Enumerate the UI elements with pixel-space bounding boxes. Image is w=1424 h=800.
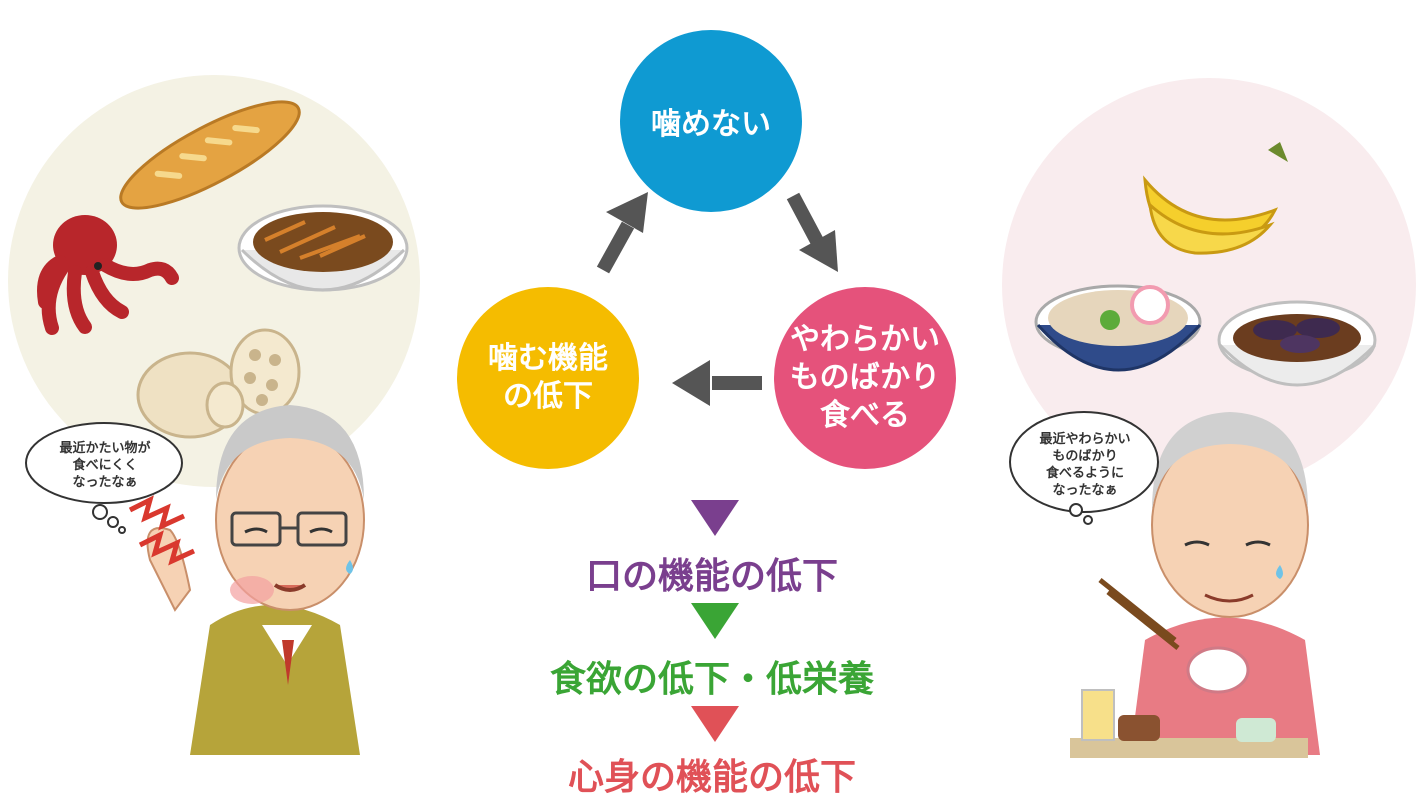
cycle-node-label: 噛めない: [651, 107, 771, 142]
down-triangle-icon: [691, 500, 739, 536]
cycle-node-label: やわらかい ものばかり 食べる: [789, 322, 941, 433]
right-thought-text: 最近やわらかい ものばかり 食べるように なったなぁ: [1039, 432, 1131, 498]
arrow-right-to-left-icon: [672, 360, 762, 406]
arrow-top-to-right-icon: [786, 192, 838, 272]
down-triangle-icon: [691, 706, 739, 742]
down-triangle-icon: [691, 603, 739, 639]
banana-icon: [1143, 142, 1288, 255]
arrow-left-to-top-icon: [596, 192, 648, 274]
left-thought-text: 最近かたい物が 食べにくく なったなぁ: [59, 440, 151, 490]
eggplant-dish-icon: [1217, 300, 1377, 387]
result-mind-body-decline: 心身の機能の低下: [567, 757, 856, 798]
lotus-root-icon: [136, 328, 301, 439]
left-thought-bubble: [25, 422, 183, 534]
right-thought-bubble: [1009, 411, 1159, 525]
elderly-man-hard-food-icon: [128, 405, 365, 755]
result-oral-function-decline: 口の機能の低下: [585, 556, 838, 597]
cycle-node-chewing-decline: 噛む機能 の低下: [457, 287, 639, 469]
cycle-node-soft-food-only: やわらかい ものばかり 食べる: [774, 287, 956, 469]
cycle-node-cannot-chew: 噛めない: [620, 30, 802, 212]
kinpira-icon: [237, 204, 409, 292]
octopus-icon: [37, 215, 179, 335]
udon-icon: [1034, 284, 1202, 372]
elderly-man-soft-food-icon: [1070, 412, 1320, 758]
cycle-node-label: 噛む機能 の低下: [488, 341, 608, 414]
result-appetite-malnutrition: 食欲の低下・低栄養: [549, 659, 874, 700]
baguette-icon: [119, 100, 301, 210]
